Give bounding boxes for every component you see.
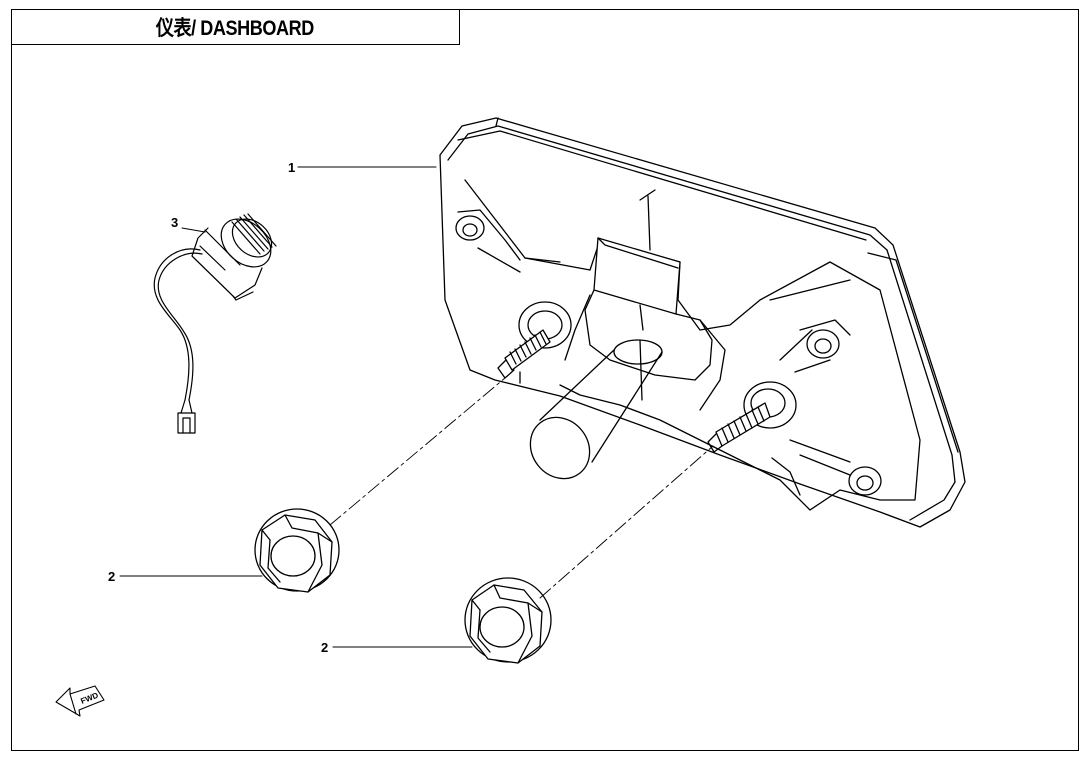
drawing-border [11, 9, 1079, 751]
flange-nut-lower [464, 577, 552, 664]
connector-part-3 [153, 213, 277, 434]
flange-nut-upper [254, 508, 340, 593]
leader-lines [119, 166, 473, 648]
title-block: 仪表/ DASHBOARD [11, 9, 460, 45]
threaded-stud-left [497, 329, 551, 384]
assembly-centerlines [329, 377, 714, 599]
callout-2-lower: 2 [321, 640, 328, 655]
callout-2-upper: 2 [108, 569, 115, 584]
page-title: 仪表/ DASHBOARD [156, 16, 314, 40]
fwd-arrow-icon: FWD [55, 685, 105, 717]
callout-1: 1 [288, 160, 295, 175]
threaded-stud-right [707, 402, 771, 453]
callout-3: 3 [171, 215, 178, 230]
dashboard-cluster [439, 117, 966, 528]
